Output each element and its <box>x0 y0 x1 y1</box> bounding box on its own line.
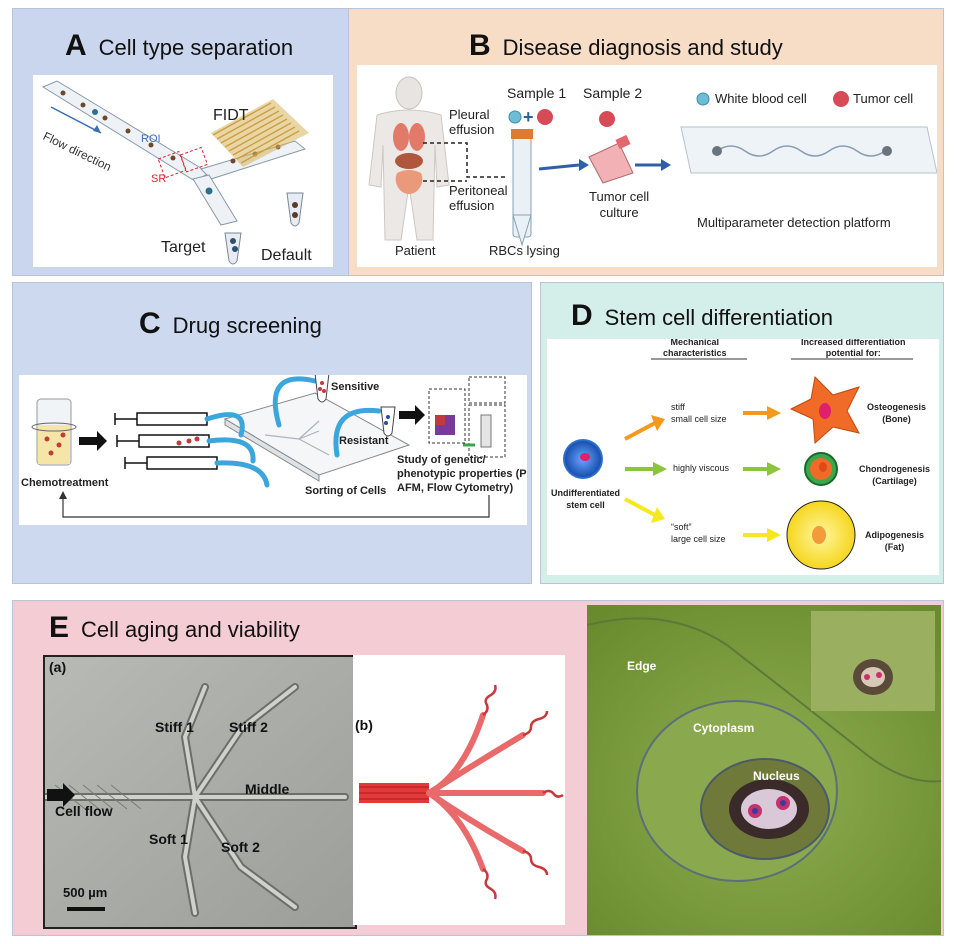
study-label: Study of genetic/phenotypic properties (… <box>397 454 527 494</box>
adipogenesis-label: Adipogenesis(Fat) <box>865 530 925 552</box>
cell-micrograph: Edge Cytoplasm Nucleus <box>587 605 941 935</box>
scale-bar-label: 500 µm <box>63 885 108 900</box>
target-label: Target <box>161 239 206 256</box>
drug-screening-illustration: Sensitive Resistant Chemotreatment Sorti… <box>19 375 527 525</box>
cytoplasm-label: Cytoplasm <box>693 721 755 735</box>
fidt-label: FIDT <box>213 107 249 124</box>
chemotreatment-label: Chemotreatment <box>21 477 109 489</box>
soft2-label: Soft 2 <box>221 839 260 855</box>
sensitive-label: Sensitive <box>331 381 380 393</box>
viscous-text: highly viscous <box>673 463 730 473</box>
sorting-label: Sorting of Cells <box>305 485 387 497</box>
separation-chip-illustration: FIDT ROI Flow direction SR Target Defaul… <box>33 75 333 267</box>
stiff1-label: Stiff 1 <box>155 719 194 735</box>
subfigure-a-label: (a) <box>49 659 67 675</box>
cell-flow-label: Cell flow <box>55 803 113 819</box>
roi-label: ROI <box>141 133 161 145</box>
sample2-label: Sample 2 <box>583 85 643 101</box>
subfigure-b-label: (b) <box>355 717 373 733</box>
chondrogenesis-label: Chondrogenesis(Cartilage) <box>859 464 931 486</box>
svg-text:+: + <box>523 107 534 127</box>
resistant-label: Resistant <box>339 435 389 447</box>
osteogenesis-label: Osteogenesis(Bone) <box>867 402 927 424</box>
rbc-lysing-label: RBCs lysing <box>489 243 560 258</box>
sample1-label: Sample 1 <box>507 85 567 101</box>
middle-label: Middle <box>245 781 290 797</box>
tumor-legend-label: Tumor cell <box>853 91 914 106</box>
microchannel-micrograph: (a) Stiff 1 Stiff 2 Middle Cell flow Sof… <box>43 655 357 929</box>
platform-label: Multiparameter detection platform <box>697 215 891 230</box>
nucleus-label: Nucleus <box>753 769 800 783</box>
edge-label: Edge <box>627 659 657 673</box>
wbc-legend-label: White blood cell <box>715 91 807 106</box>
default-label: Default <box>261 247 312 264</box>
soft-text: “soft”large cell size <box>671 522 726 544</box>
soft1-label: Soft 1 <box>149 831 188 847</box>
sr-label: SR <box>151 173 167 185</box>
channel-schematic: (b) <box>353 655 565 925</box>
stiff2-label: Stiff 2 <box>229 719 268 735</box>
patient-label: Patient <box>395 243 436 258</box>
diagnosis-workflow-illustration: + Sample 1 Sample 2 White blood cell Tum… <box>357 65 937 267</box>
